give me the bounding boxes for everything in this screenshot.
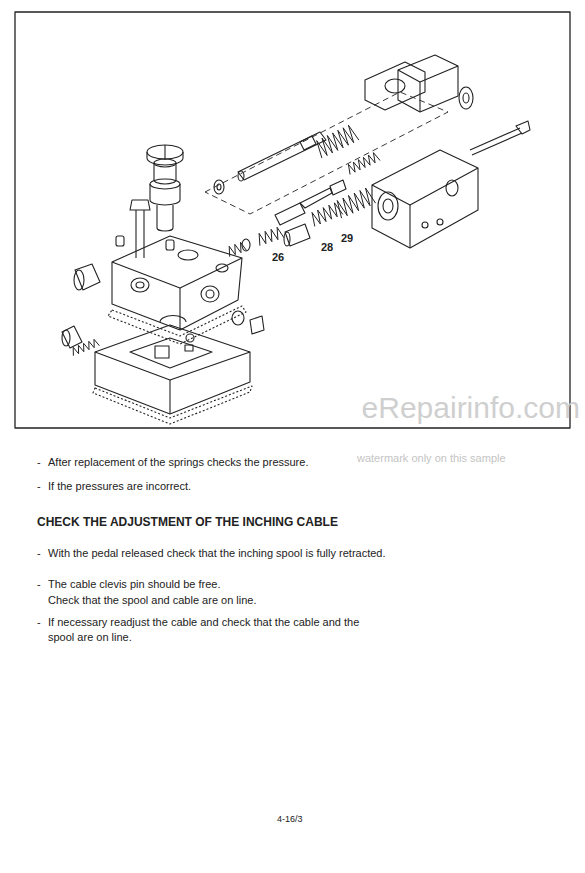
instruction-text: If necessary readjust the cable and chec… — [48, 615, 383, 645]
spring-coil — [259, 227, 284, 245]
bullet: - — [37, 577, 41, 592]
spring-coil — [348, 153, 380, 175]
spring-coil — [73, 339, 99, 355]
callout-number: 29 — [340, 231, 354, 246]
instruction-text: The cable clevis pin should be free. — [48, 577, 220, 592]
page-number: 4-16/3 — [277, 812, 303, 827]
spring-coil — [317, 125, 359, 158]
watermark: eRepairinfo.com — [362, 391, 580, 425]
instruction-text: Check that the spool and cable are on li… — [48, 593, 257, 608]
callout-number: 28 — [320, 240, 334, 255]
watermark: watermark only on this sample — [357, 451, 506, 466]
section-heading: CHECK THE ADJUSTMENT OF THE INCHING CABL… — [37, 515, 338, 530]
bullet: - — [37, 479, 41, 494]
spring-coil — [229, 242, 247, 256]
instruction-text: With the pedal released check that the i… — [48, 546, 386, 561]
callout-number: 26 — [271, 250, 285, 265]
bullet: - — [37, 455, 41, 470]
bullet: - — [37, 546, 41, 561]
spring-coil — [337, 188, 375, 218]
instruction-text: If the pressures are incorrect. — [48, 479, 191, 494]
instruction-text: After replacement of the springs checks … — [48, 455, 308, 470]
bullet: - — [37, 615, 41, 630]
